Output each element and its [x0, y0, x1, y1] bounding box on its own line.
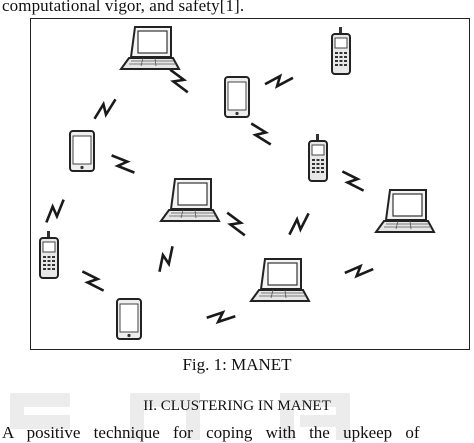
cellphone-icon — [39, 230, 59, 279]
laptop-icon — [120, 26, 180, 70]
wireless-link-icon — [337, 169, 369, 193]
wireless-link-icon — [245, 121, 277, 147]
wireless-link-icon — [287, 208, 311, 240]
wireless-link-icon — [205, 308, 237, 326]
figure-caption: Fig. 1: MANET — [182, 355, 292, 374]
cellphone-icon — [308, 133, 328, 182]
section-heading: II. CLUSTERING IN MANET — [143, 398, 331, 414]
wireless-link-icon — [107, 153, 139, 175]
manet-diagram — [39, 26, 435, 340]
tablet-icon — [224, 76, 250, 118]
cellphone-icon — [331, 26, 351, 75]
wireless-link-icon — [157, 243, 175, 275]
laptop-icon — [250, 258, 310, 302]
laptop-icon — [375, 189, 435, 233]
wireless-link-icon — [164, 67, 194, 95]
manet-figure — [30, 18, 470, 350]
tablet-icon — [69, 130, 95, 172]
wireless-link-icon — [343, 261, 375, 281]
laptop-icon — [160, 178, 220, 222]
tablet-icon — [116, 298, 142, 340]
body-text-bottom: A positive technique for coping with the… — [2, 423, 420, 442]
wireless-link-icon — [221, 210, 251, 238]
wireless-link-icon — [92, 93, 118, 125]
wireless-link-icon — [263, 70, 295, 92]
wireless-link-icon — [44, 195, 66, 227]
body-text-top: computational vigor, and safety[1]. — [2, 0, 245, 15]
wireless-link-icon — [77, 269, 109, 293]
